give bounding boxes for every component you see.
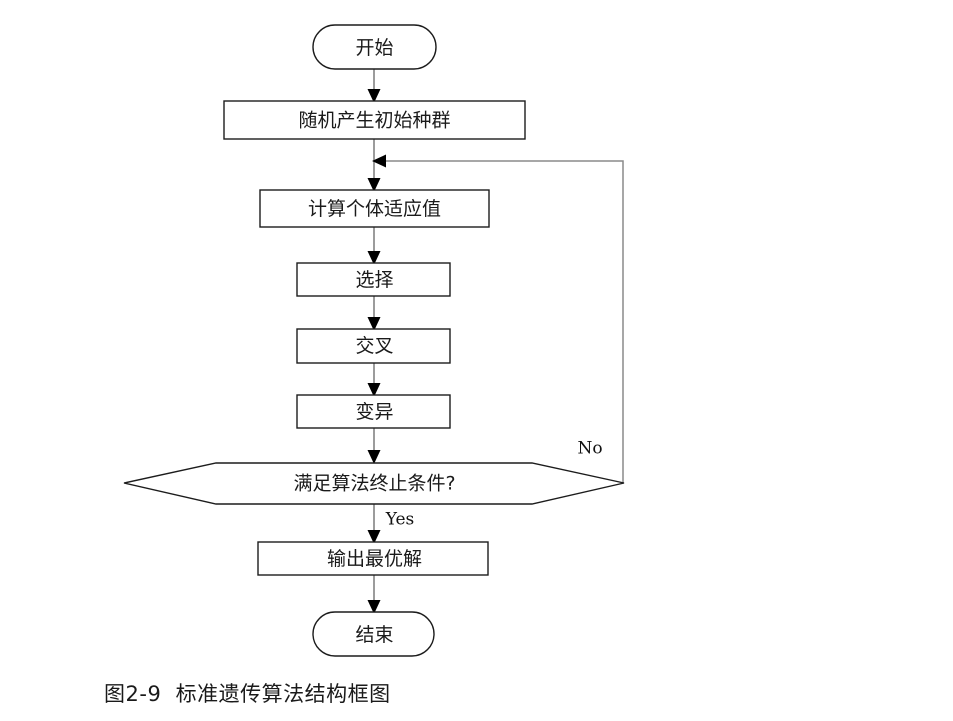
node-start-label: 开始 (355, 37, 393, 59)
node-decision-label: 满足算法终止条件? (293, 473, 455, 495)
node-crossover-label: 交叉 (355, 335, 393, 357)
node-mutation[interactable]: 变异 (296, 394, 451, 429)
edge-fitness-to-selection (367, 227, 381, 265)
node-selection[interactable]: 选择 (296, 262, 451, 297)
node-fitness[interactable]: 计算个体适应值 (259, 189, 490, 228)
node-selection-label: 选择 (355, 269, 393, 291)
edge-label-yes: Yes (385, 510, 415, 530)
edge-start-to-init (367, 69, 381, 103)
edge-decision-to-output (367, 504, 381, 544)
node-output[interactable]: 输出最优解 (257, 541, 489, 576)
node-mutation-label: 变异 (355, 401, 393, 423)
node-end-label: 结束 (355, 624, 393, 646)
node-decision[interactable]: 满足算法终止条件? (123, 462, 625, 505)
edge-decision-no-loop (372, 154, 624, 483)
node-output-label: 输出最优解 (327, 548, 422, 570)
node-crossover[interactable]: 交叉 (296, 328, 451, 364)
node-start[interactable]: 开始 (312, 24, 437, 70)
figure-caption: 图2-9 标准遗传算法结构框图 (104, 682, 391, 706)
edge-output-to-end (367, 575, 381, 614)
edge-init-to-fitness (367, 139, 381, 192)
node-end[interactable]: 结束 (312, 611, 435, 657)
edge-label-no: No (577, 439, 602, 459)
node-fitness-label: 计算个体适应值 (308, 198, 441, 220)
node-init-population[interactable]: 随机产生初始种群 (223, 100, 526, 140)
edge-selection-to-crossover (367, 296, 381, 331)
edge-crossover-to-mutation (367, 363, 381, 397)
node-init-population-label: 随机产生初始种群 (298, 110, 450, 132)
edge-mutation-to-decision (367, 428, 381, 464)
